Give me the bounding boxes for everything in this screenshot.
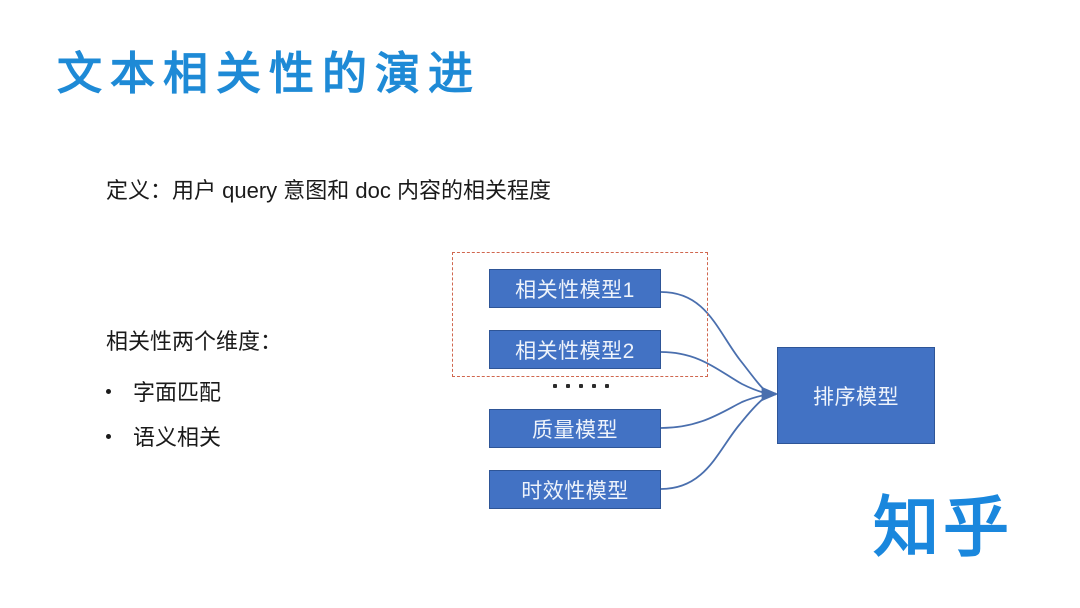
ellipsis-icon: [553, 384, 609, 388]
bullet-label: 字面匹配: [133, 380, 222, 405]
bullet-dot-icon: [106, 388, 111, 394]
model-box-timeliness[interactable]: 时效性模型: [489, 470, 661, 509]
page-title: 文本相关性的演进: [57, 48, 482, 99]
definition-text: 定义：用户 query 意图和 doc 内容的相关程度: [106, 178, 551, 203]
relevance-model-group-box: [452, 252, 708, 377]
model-box-relevance-1[interactable]: 相关性模型1: [489, 269, 661, 308]
model-box-relevance-2[interactable]: 相关性模型2: [489, 330, 661, 369]
list-item: 字面匹配: [106, 375, 221, 407]
model-box-ranking[interactable]: 排序模型: [777, 347, 935, 444]
list-item: 语义相关: [106, 420, 221, 452]
model-box-quality[interactable]: 质量模型: [489, 409, 661, 448]
bullet-dot-icon: [106, 433, 111, 439]
bullet-label: 语义相关: [133, 425, 222, 450]
dimensions-heading: 相关性两个维度：: [106, 329, 283, 354]
zhihu-logo: 知乎: [873, 490, 1013, 564]
